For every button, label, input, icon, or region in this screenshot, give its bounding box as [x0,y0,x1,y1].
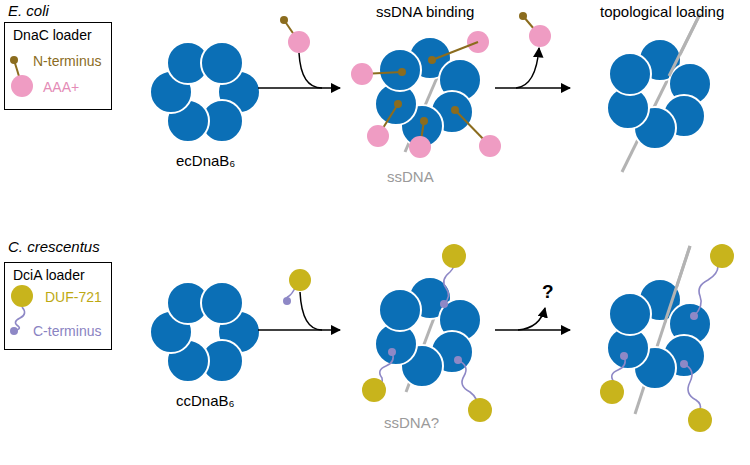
unknown-step-mark: ? [542,280,554,303]
aaa-domain [351,63,373,85]
step-title: ssDNA binding [376,3,474,21]
duf-domain [710,244,734,268]
arrow-branch [516,48,539,88]
c-terminus-tether [694,266,718,316]
dnab-hexamer [150,282,260,382]
duf-domain [362,378,386,402]
c-terminus-dot [680,360,688,368]
n-terminus-dot [398,68,406,76]
c-terminus-dot [620,352,628,360]
arrow-line [258,329,340,331]
loading-complex [351,31,501,158]
c-terminus-dot [10,327,18,335]
legend-item: C-terminus [33,323,101,340]
n-terminus-dot [394,100,402,108]
aaa-domain [11,75,33,97]
aaa-domain [409,136,431,158]
aaa-domain [529,25,551,47]
aaa-domain [479,135,501,157]
n-terminus-tether [432,42,478,60]
legend-item: N-terminus [33,53,101,70]
n-terminus-dot [519,12,527,20]
legend-sample-dnac [10,56,33,97]
dnab-subunit [201,282,243,324]
duf-domain [289,269,311,291]
duf-domain [11,285,33,307]
complex-name: ecDnaB₆ [176,152,235,170]
n-terminus-dot [10,56,18,64]
ssdna-strand [665,246,690,322]
aaa-domain [288,31,310,53]
c-terminus-dot [388,348,396,356]
reaction-arrow [258,16,340,88]
c-terminus-dot [440,300,448,308]
legend-heading: DciA loader [13,267,85,284]
duf-domain [688,408,712,432]
legend-heading: DnaC loader [13,27,92,44]
duf-domain [600,380,624,404]
arrow-branch [300,292,322,330]
arrow-line [495,87,570,89]
loading-complex [362,244,492,422]
n-terminus-dot [280,16,288,24]
n-terminus-dot [428,56,436,64]
c-terminus-dot [283,297,291,305]
dnab-subunit [379,49,421,91]
n-terminus-dot [451,106,459,114]
dnab-subunit [201,42,243,84]
dna-label: ssDNA [387,168,434,186]
loaded-hexamer [607,14,711,172]
dna-label: ssDNA? [384,414,439,432]
reaction-arrow [258,269,340,330]
legend-sample-dcia [10,285,33,335]
legend-item: DUF-721 [45,289,102,306]
loaded-hexamer [600,244,734,432]
dnab-subunit [379,289,421,331]
panel-organism: E. coli [8,2,49,20]
c-terminus-tether [684,364,701,410]
arrow-branch [299,53,322,88]
dnab-hexamer [150,42,260,142]
legend-box: DnaC loaderN-terminusAAA+ [4,22,112,110]
arrow-branch [518,308,545,330]
arrow-line [258,87,340,89]
n-terminus-dot [420,117,428,125]
legend-item: AAA+ [43,79,79,96]
aaa-domain [367,125,389,147]
reaction-arrow [495,12,570,88]
panel-organism: C. crescentus [8,238,100,256]
c-terminus-dot [690,312,698,320]
reaction-arrow [495,308,570,330]
ssdna-strand [669,14,700,76]
duf-domain [468,398,492,422]
complex-name: ccDnaB₆ [176,392,235,410]
arrow-line [495,329,570,331]
c-terminus-dot [454,356,462,364]
step-title: topological loading [600,3,724,21]
dnab-subunit [609,293,651,335]
legend-box: DciA loaderDUF-721C-terminus [4,262,112,350]
duf-domain [442,244,466,268]
dnab-subunit [609,53,651,95]
